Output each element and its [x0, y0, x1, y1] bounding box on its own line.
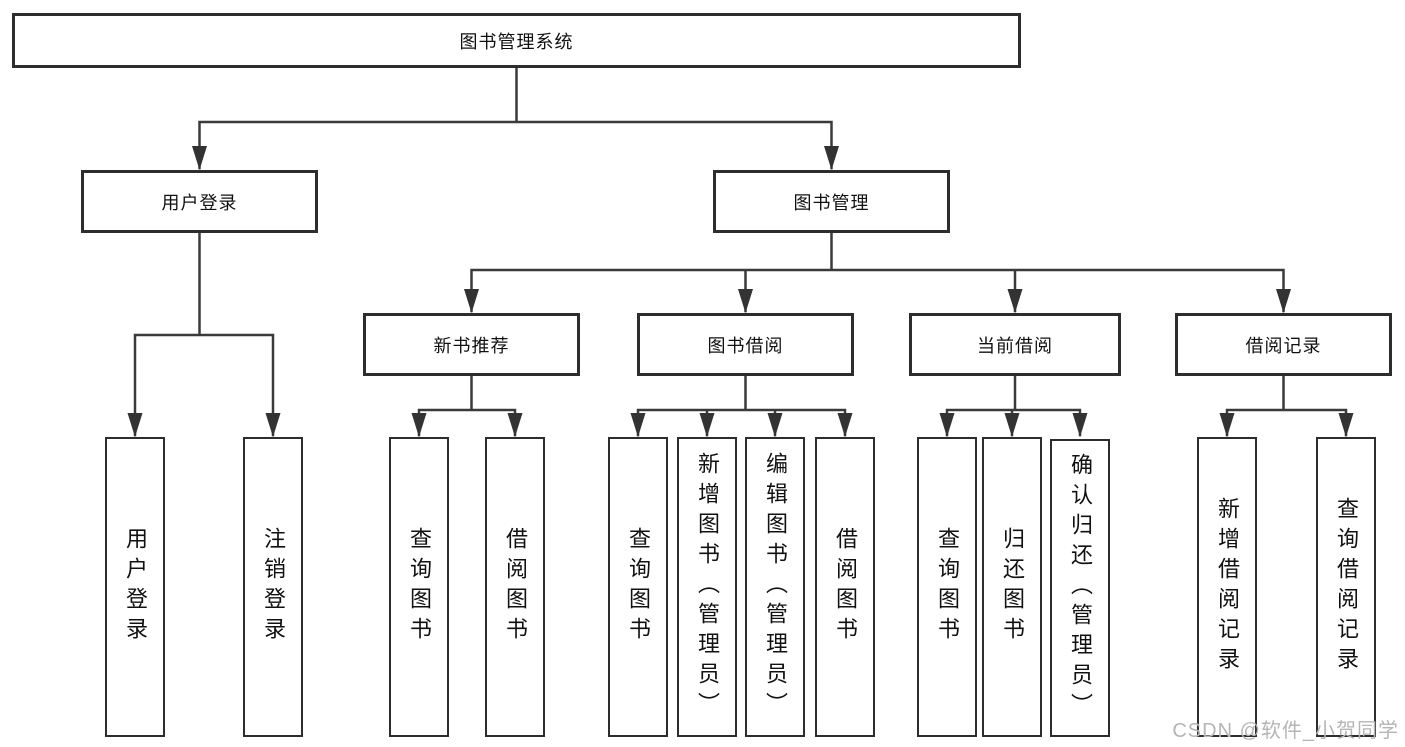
- node-root-library-management-system: 图书管理系统: [12, 13, 1021, 68]
- leaf-edit-books-admin: 编辑图书（管理员）: [745, 437, 805, 737]
- leaf-user-login: 用户登录: [105, 437, 165, 737]
- arrowhead: [507, 413, 523, 437]
- node-label: 查询借阅记录: [1334, 497, 1359, 677]
- arrowhead: [192, 146, 207, 170]
- node-label: 归还图书: [1000, 527, 1025, 647]
- arrowhead: [1338, 413, 1354, 437]
- leaf-return-books: 归还图书: [982, 437, 1042, 737]
- arrowhead: [127, 413, 143, 437]
- arrowhead: [939, 413, 955, 437]
- arrowhead: [738, 289, 753, 313]
- node-label: 注销登录: [261, 527, 286, 647]
- leaf-add-books-admin: 新增图书（管理员）: [677, 437, 737, 737]
- node-label: 用户登录: [161, 192, 238, 213]
- connector-book-management-to-level3: [470, 231, 1285, 313]
- arrowhead: [837, 413, 853, 437]
- node-label: 确认归还（管理员）: [1068, 453, 1093, 723]
- leaf-logout-login: 注销登录: [243, 437, 303, 737]
- arrowhead: [464, 289, 479, 313]
- node-label: 图书借阅: [707, 335, 784, 356]
- connector-book-borrow-to-leaves: [636, 374, 847, 437]
- node-label: 借阅图书: [503, 527, 528, 647]
- arrowhead: [767, 413, 783, 437]
- arrowhead: [824, 146, 839, 170]
- node-new-book-recommend: 新书推荐: [363, 313, 580, 376]
- leaf-current-query-books: 查询图书: [917, 437, 977, 737]
- arrowhead: [1072, 413, 1088, 437]
- leaf-recommend-borrow-books: 借阅图书: [485, 437, 545, 737]
- arrowhead: [411, 413, 427, 437]
- arrowhead: [1276, 289, 1291, 313]
- leaf-borrow-books: 借阅图书: [815, 437, 875, 737]
- leaf-recommend-query-books: 查询图书: [389, 437, 449, 737]
- connector-new-book-recommend-to-leaves: [417, 374, 517, 437]
- node-label: 用户登录: [123, 527, 148, 647]
- leaf-borrow-query-books: 查询图书: [608, 437, 668, 737]
- arrowhead: [630, 413, 646, 437]
- node-label: 查询图书: [626, 527, 651, 647]
- node-label: 新书推荐: [433, 335, 510, 356]
- arrowhead: [265, 413, 281, 437]
- connector-user-login-to-leaves: [133, 231, 275, 437]
- node-user-login: 用户登录: [81, 170, 318, 233]
- node-borrow-records: 借阅记录: [1175, 313, 1392, 376]
- node-label: 新增图书（管理员）: [695, 452, 720, 722]
- node-label: 查询图书: [407, 527, 432, 647]
- arrowhead: [1007, 289, 1023, 313]
- node-book-borrow: 图书借阅: [637, 313, 854, 376]
- node-label: 查询图书: [935, 527, 960, 647]
- node-label: 当前借阅: [977, 335, 1053, 356]
- connector-root-to-level2: [198, 66, 833, 170]
- node-label: 借阅记录: [1245, 335, 1322, 356]
- csdn-watermark: CSDN @软件_小贺同学: [1172, 720, 1399, 742]
- node-book-management: 图书管理: [713, 170, 950, 233]
- node-label: 编辑图书（管理员）: [763, 452, 788, 722]
- node-label: 图书管理: [793, 192, 870, 213]
- arrowhead: [1219, 413, 1235, 437]
- connector-borrow-records-to-leaves: [1225, 374, 1348, 437]
- node-label: 借阅图书: [833, 527, 858, 647]
- arrowhead: [1004, 413, 1020, 437]
- connector-paths: [133, 66, 1348, 437]
- node-label: 新增借阅记录: [1215, 497, 1240, 677]
- leaf-add-borrow-record: 新增借阅记录: [1197, 437, 1257, 737]
- node-label: 图书管理系统: [459, 31, 574, 52]
- leaf-query-borrow-record: 查询借阅记录: [1316, 437, 1376, 737]
- leaf-confirm-return-admin: 确认归还（管理员）: [1050, 439, 1110, 737]
- arrowhead: [699, 413, 715, 437]
- node-current-borrow: 当前借阅: [909, 313, 1121, 376]
